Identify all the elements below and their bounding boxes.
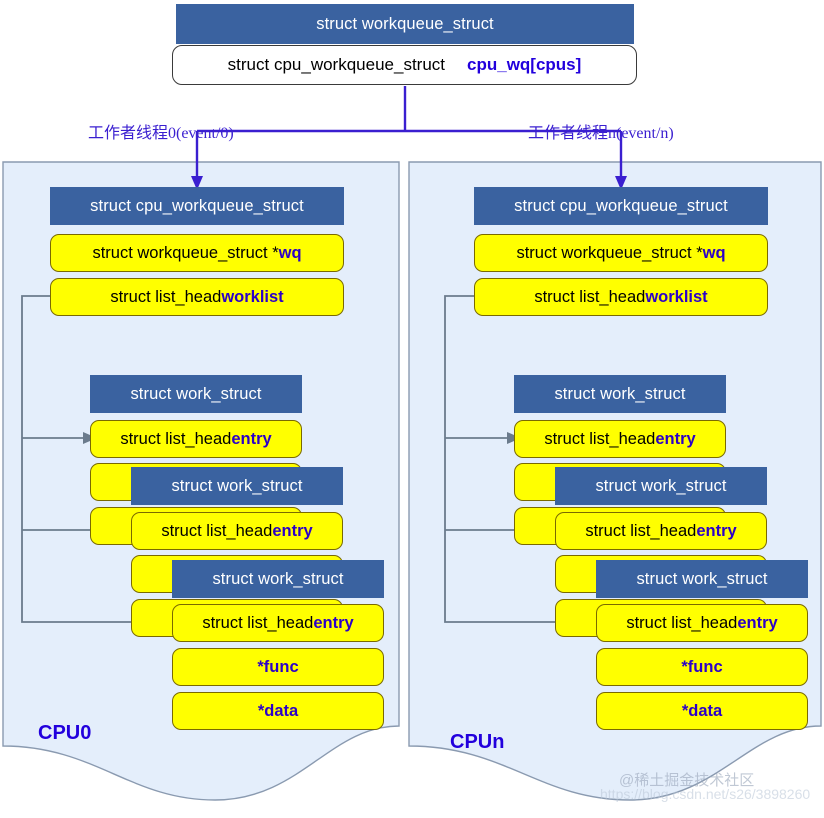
cpu-wq-field-type: struct cpu_workqueue_struct — [227, 55, 446, 74]
cpun-cwq-worklist-type: struct list_head — [534, 287, 646, 306]
cpun-work3-entry-type: struct list_head — [626, 613, 738, 632]
cpun-cwq-header: struct cpu_workqueue_struct — [474, 187, 768, 225]
cpun-work3-entry-name: entry — [737, 613, 778, 632]
cpun-cwq-wq-type: struct workqueue_struct * — [516, 243, 703, 262]
cpun-work3-func-name: *func — [681, 657, 723, 676]
cpu0-cwq-row-wq: struct workqueue_struct *wq — [50, 234, 344, 272]
cpu0-cwq-worklist-name: worklist — [221, 287, 284, 306]
cpun-work3-data-name: *data — [681, 701, 723, 720]
cpun-work3-func: *func — [596, 648, 808, 686]
cpu0-work1-entry-type: struct list_head — [120, 429, 232, 448]
cpu0-work3-entry: struct list_head entry — [172, 604, 384, 642]
url-watermark: https://blog.csdn.net/s26/3898260 — [600, 786, 811, 802]
cpu0-work3-data-name: *data — [257, 701, 299, 720]
workqueue-struct-header: struct workqueue_struct — [176, 4, 634, 44]
cpun-work2-entry-type: struct list_head — [585, 521, 697, 540]
cpun-cwq-row-worklist: struct list_head worklist — [474, 278, 768, 316]
cpu0-work2-entry-name: entry — [272, 521, 313, 540]
cpu0-work1-entry: struct list_head entry — [90, 420, 302, 458]
cpun-work3-data: *data — [596, 692, 808, 730]
cpu0-work3-entry-name: entry — [313, 613, 354, 632]
cpu0-label: CPU0 — [38, 722, 92, 744]
community-watermark: @稀土掘金技术社区 — [619, 772, 755, 789]
cpun-label: CPUn — [450, 731, 505, 753]
cpun-cwq-wq-name: wq — [702, 243, 726, 262]
cpu0-work3-func: *func — [172, 648, 384, 686]
cpu0-work2-entry-type: struct list_head — [161, 521, 273, 540]
cpun-cwq-row-wq: struct workqueue_struct *wq — [474, 234, 768, 272]
cpu0-cwq-wq-type: struct workqueue_struct * — [92, 243, 279, 262]
cpun-work1-header: struct work_struct — [514, 375, 726, 413]
cpu0-cwq-header: struct cpu_workqueue_struct — [50, 187, 344, 225]
cpu-wq-field-name: cpu_wq[cpus] — [467, 55, 582, 74]
cpu0-cwq-worklist-type: struct list_head — [110, 287, 222, 306]
cpu0-work2-header: struct work_struct — [131, 467, 343, 505]
cpun-work3-entry: struct list_head entry — [596, 604, 808, 642]
cpu0-work3-data: *data — [172, 692, 384, 730]
cpun-work1-entry-type: struct list_head — [544, 429, 656, 448]
cpu0-work3-entry-type: struct list_head — [202, 613, 314, 632]
worker-thread-n-label: 工作者线程n(event/n) — [528, 125, 674, 142]
cpu0-work3-func-name: *func — [257, 657, 299, 676]
cpun-work2-entry-name: entry — [696, 521, 737, 540]
cpun-work2-header: struct work_struct — [555, 467, 767, 505]
cpun-work1-entry-name: entry — [655, 429, 696, 448]
worker-thread-0-label: 工作者线程0(event/0) — [88, 125, 234, 142]
cpun-cwq-worklist-name: worklist — [645, 287, 708, 306]
cpu0-work2-entry: struct list_head entry — [131, 512, 343, 550]
cpu0-cwq-row-worklist: struct list_head worklist — [50, 278, 344, 316]
cpun-work1-entry: struct list_head entry — [514, 420, 726, 458]
cpu0-work1-entry-name: entry — [231, 429, 272, 448]
cpu0-work3-header: struct work_struct — [172, 560, 384, 598]
cpun-work3-header: struct work_struct — [596, 560, 808, 598]
cpu-wq-field-row: struct cpu_workqueue_struct cpu_wq[cpus] — [172, 45, 637, 85]
cpu0-work1-header: struct work_struct — [90, 375, 302, 413]
cpun-work2-entry: struct list_head entry — [555, 512, 767, 550]
cpu0-cwq-wq-name: wq — [278, 243, 302, 262]
